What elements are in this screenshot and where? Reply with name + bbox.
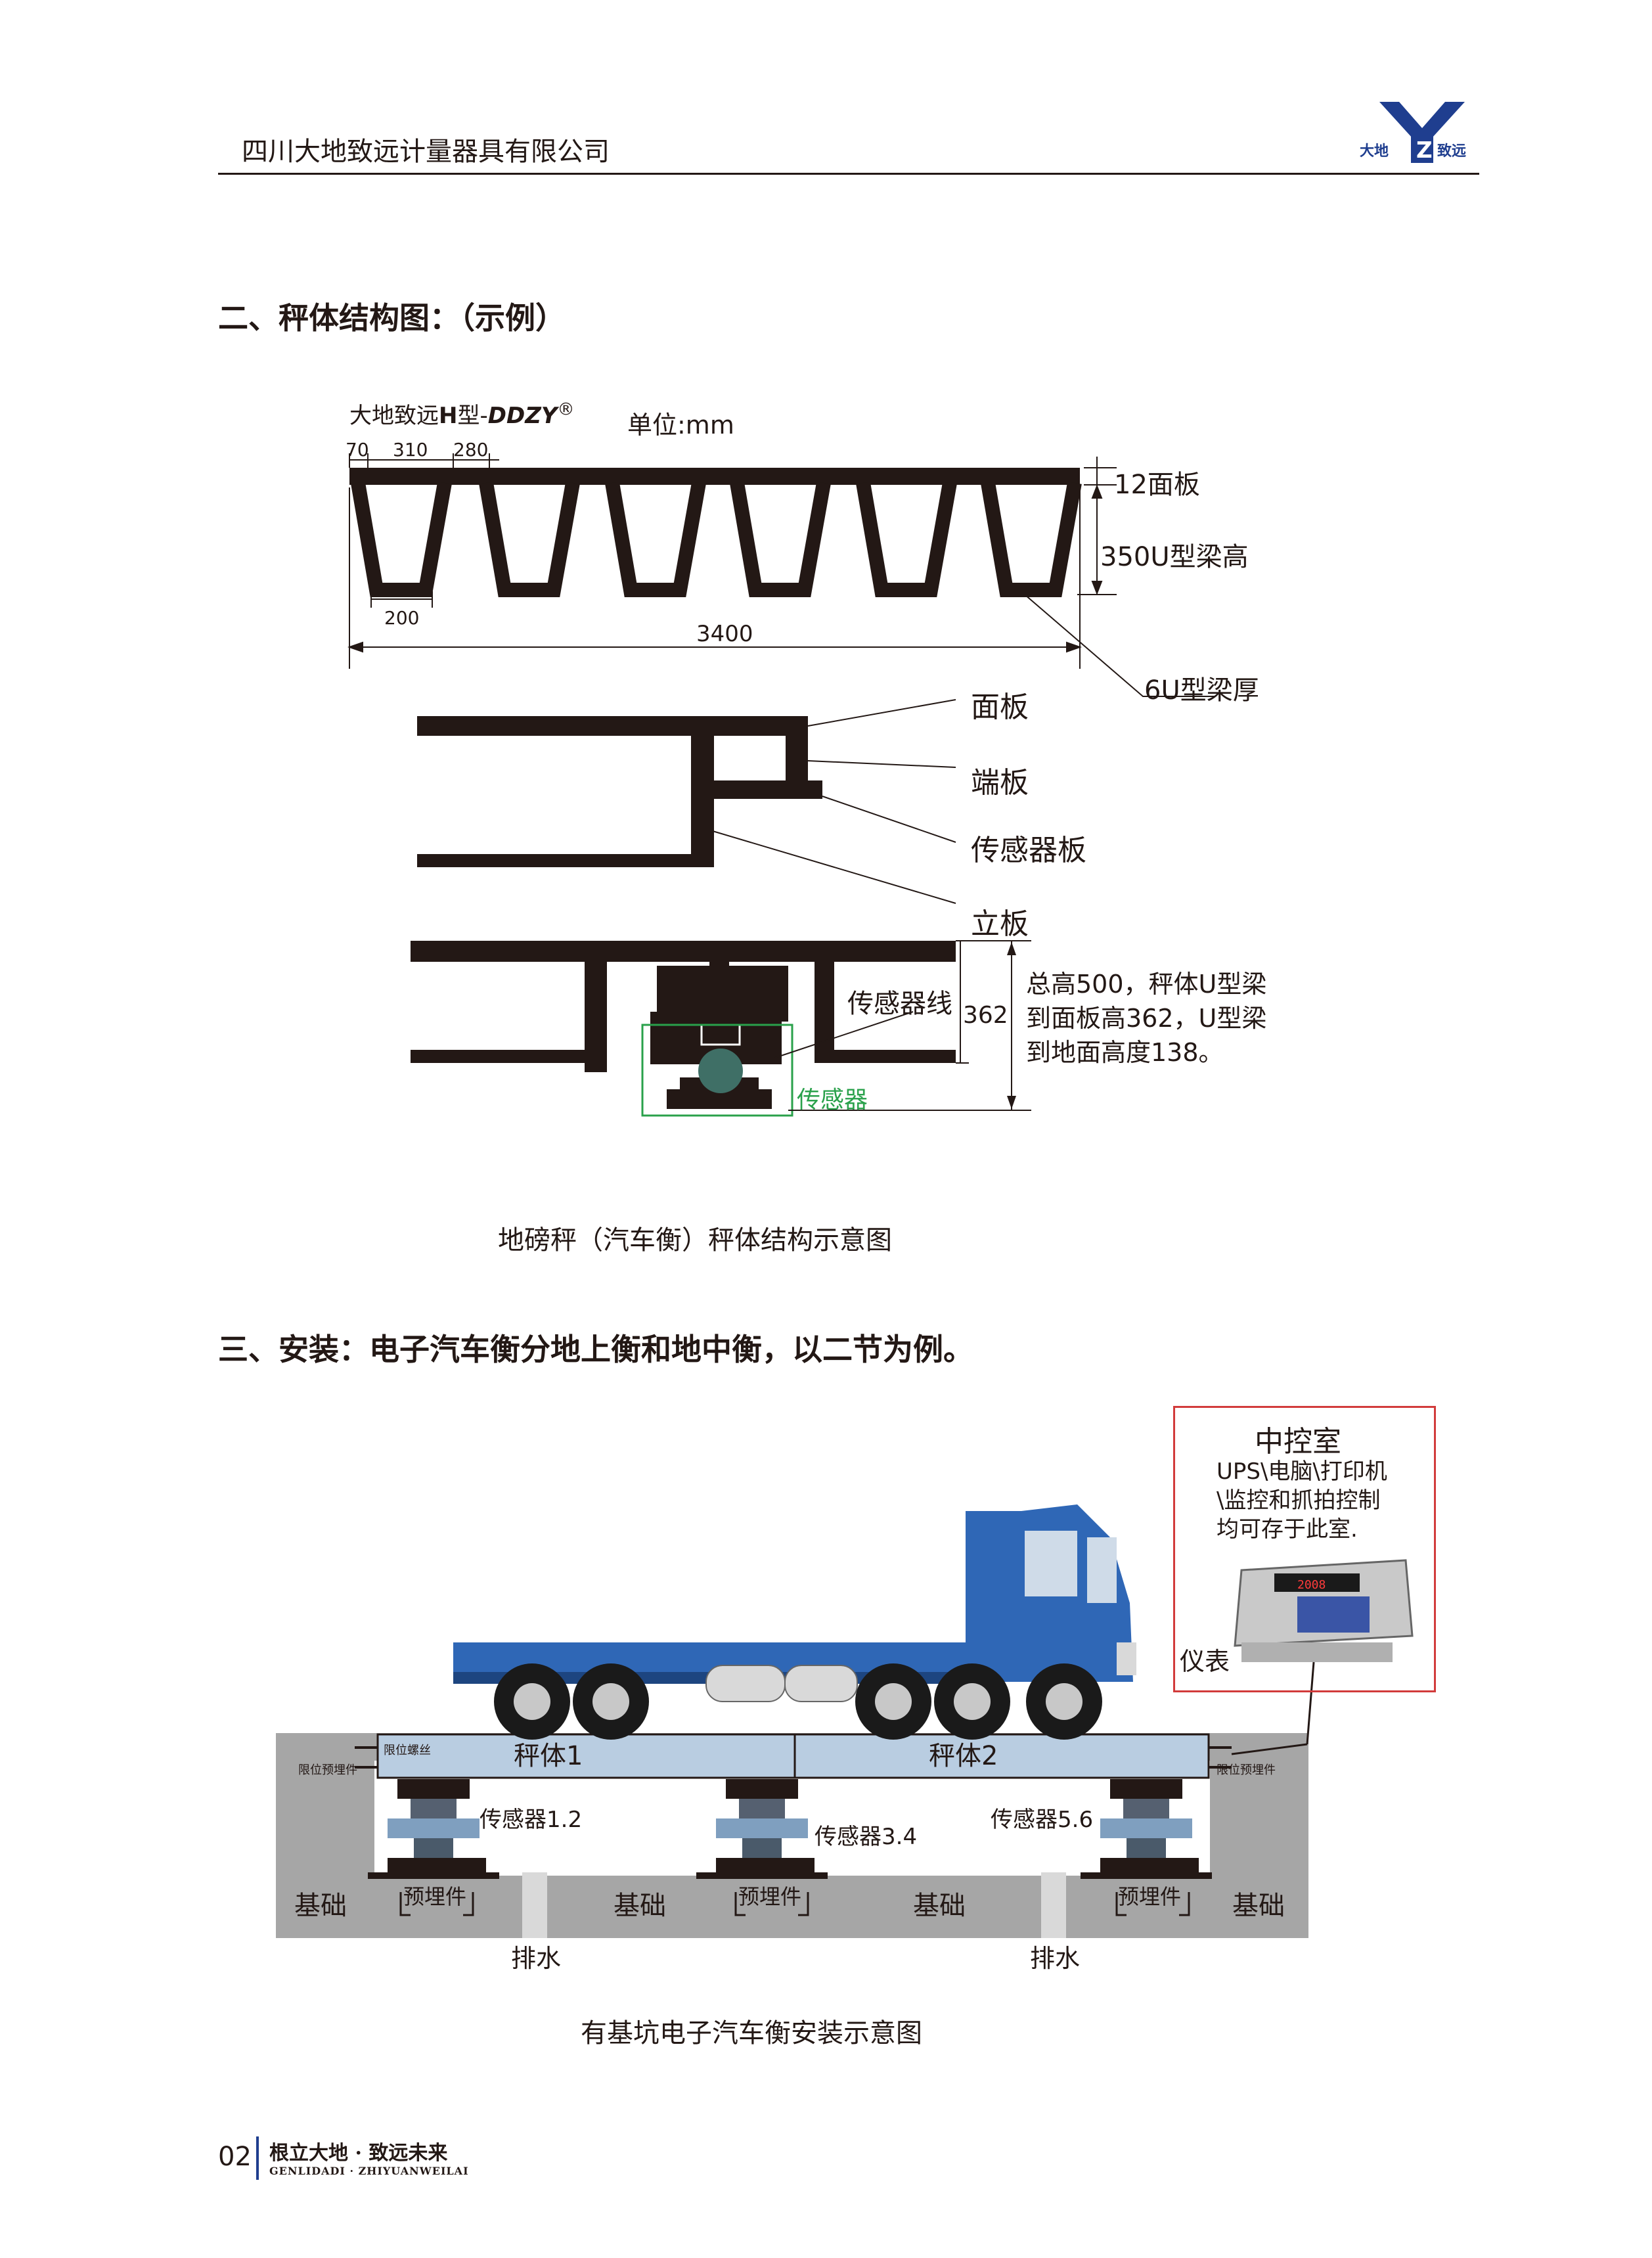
logo-text-right: 致远 [1437,143,1467,160]
height-note: 总高500，秤体U型梁 到面板高362，U型梁 到地面高度138。 [1026,967,1266,1070]
dim-310: 310 [393,439,428,461]
height-note-line3: 到地面高度138。 [1026,1038,1224,1067]
dim-beam-6: 6U型梁厚 [1144,675,1259,706]
scale-body-2: 秤体2 [929,1741,998,1771]
part-panel: 面板 [971,690,1029,724]
control-room-title: 中控室 [1255,1425,1341,1458]
control-room-line1: UPS\电脑\打印机 [1217,1458,1387,1485]
footer-slogan: 根立大地 · 致远未来 [269,2142,448,2165]
section3-heading: 三、安装：电子汽车衡分地上衡和地中衡，以二节为例。 [218,1332,973,1367]
dim-362: 362 [963,1002,1008,1029]
sensor-label: 传感器 [797,1087,868,1114]
unit-label: 单位:mm [627,411,734,440]
embed-1: 预埋件 [403,1884,467,1909]
truck-icon [453,1504,1136,1740]
control-room-line3: 均可存于此室. [1217,1516,1358,1543]
control-room-box [1173,1406,1436,1692]
company-logo: Z 大地 致远 [1360,99,1485,164]
model-h: H [439,403,458,429]
scale-body-1: 秤体1 [514,1741,583,1771]
footer-slogan-en: GENLIDADI · ZHIYUANWEILAI [269,2165,469,2177]
limit-embed-left: 限位预埋件 [298,1763,357,1777]
meter-icon [1231,1559,1414,1755]
embed-3: 预埋件 [1118,1884,1182,1909]
sensor-line-label: 传感器线 [847,989,952,1019]
height-note-line2: 到面板高362，U型梁 [1026,1004,1267,1033]
section2-heading: 二、秤体结构图：（示例） [218,300,566,336]
section3-caption: 有基坑电子汽车衡安装示意图 [581,2018,922,2048]
dim-200: 200 [384,607,420,629]
dim-3400: 3400 [696,621,753,647]
dim-panel-12: 12面板 [1114,470,1200,500]
logo-mark-icon: Z [1379,102,1465,164]
sensor-label-3: 传感器5.6 [991,1807,1094,1833]
meter-display: 2008 [1297,1578,1326,1592]
dim-280: 280 [453,439,489,461]
part-riser: 立板 [971,907,1029,941]
limit-embed-right: 限位预埋件 [1217,1763,1276,1777]
model-suffix: 型 [457,403,480,429]
model-prefix: 大地致远 [349,403,439,429]
company-name: 四川大地致远计量器具有限公司 [242,137,610,167]
meter-label: 仪表 [1180,1647,1230,1676]
sensor-label-2: 传感器3.4 [815,1824,918,1850]
sensor-label-1: 传感器1.2 [480,1807,583,1833]
control-room-line2: \监控和抓拍控制 [1217,1487,1381,1514]
drain-1: 排水 [511,1944,562,1973]
registered-mark: ® [557,399,575,420]
foundation-2: 基础 [614,1891,666,1921]
header-rule [218,173,1479,175]
svg-text:Z: Z [1416,137,1433,164]
control-room-text: UPS\电脑\打印机 \监控和抓拍控制 均可存于此室. [1217,1457,1387,1544]
foundation-1: 基础 [294,1891,347,1921]
model-name: 大地致远H型-DDZY® [349,399,575,429]
page-number: 02 [218,2142,252,2172]
model-brand: DDZY [487,403,558,429]
foundation-3: 基础 [913,1891,966,1921]
dim-beam-350: 350U型梁高 [1100,542,1249,572]
foundation-4: 基础 [1232,1891,1285,1921]
section2-caption: 地磅秤（汽车衡）秤体结构示意图 [498,1225,892,1255]
logo-text-left: 大地 [1360,143,1389,160]
limit-bolt-label: 限位螺丝 [384,1744,431,1757]
footer-divider [256,2136,259,2180]
part-sensor-plate: 传感器板 [971,834,1086,867]
height-note-line1: 总高500，秤体U型梁 [1026,970,1267,999]
part-end-plate: 端板 [971,766,1029,800]
drain-2: 排水 [1030,1944,1081,1973]
dim-70: 70 [346,439,369,461]
embed-2: 预埋件 [738,1884,802,1909]
